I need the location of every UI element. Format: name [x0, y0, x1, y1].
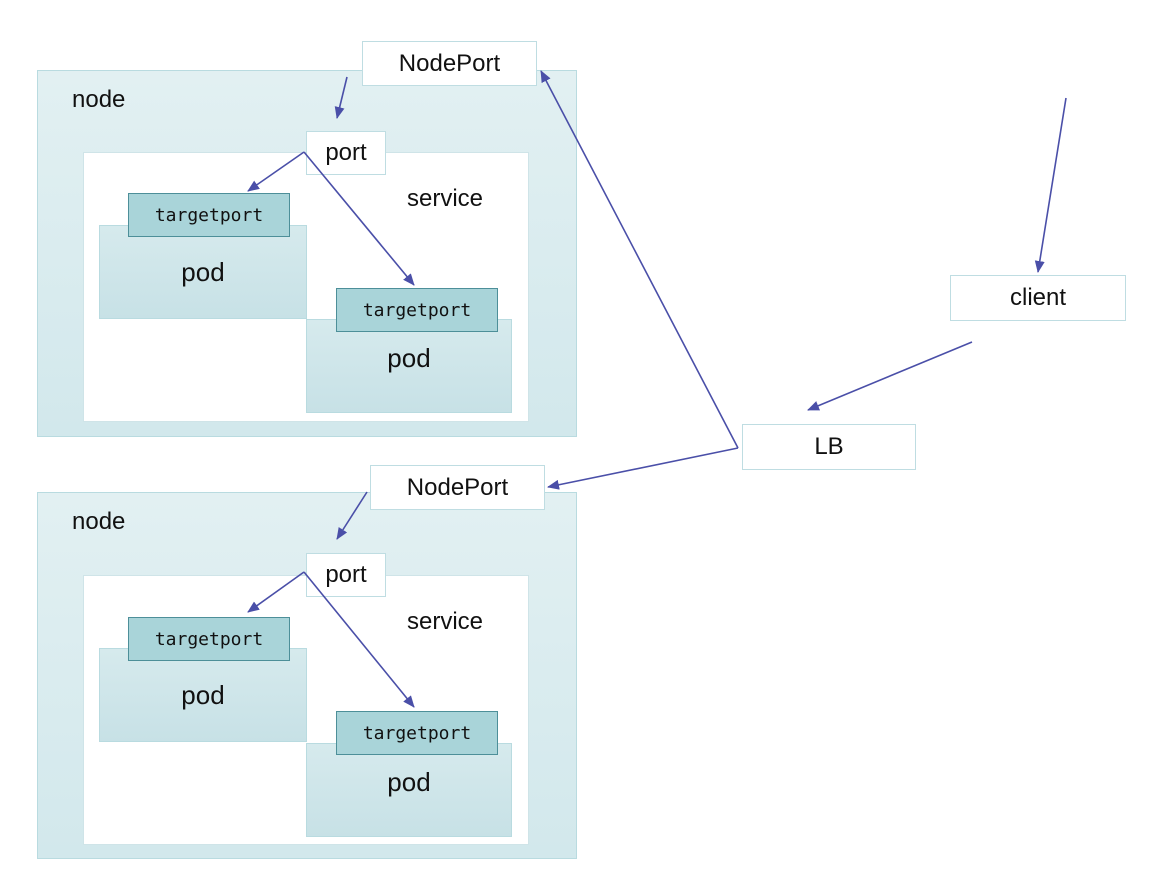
node-2-pod-2-targetport: targetport — [336, 711, 498, 755]
arrow-lb-to-nodeport-2 — [547, 447, 739, 490]
arrow-port-2-to-targetport-2 — [303, 571, 415, 708]
node-1-pod-1-targetport: targetport — [128, 193, 290, 237]
nodeport-2: NodePort — [370, 465, 545, 510]
arrow-lb-to-nodeport-1 — [540, 70, 739, 449]
node-2-label: node — [72, 508, 126, 535]
arrow-port-2-to-targetport-1 — [247, 571, 305, 613]
service-1-port: port — [306, 131, 386, 175]
arrow-port-1-to-targetport-1 — [247, 151, 305, 192]
node-1-pod-2-targetport: targetport — [336, 288, 498, 332]
pod-label: pod — [181, 256, 225, 287]
pod-label: pod — [181, 679, 225, 710]
arrow-nodeport-1-to-port — [334, 76, 348, 119]
arrow-to-client — [1034, 97, 1067, 273]
client-box: client — [950, 275, 1126, 321]
nodeport-1: NodePort — [362, 41, 537, 86]
node-2-pod-1-targetport: targetport — [128, 617, 290, 661]
lb-box: LB — [742, 424, 916, 470]
service-1-label: service — [407, 185, 484, 212]
arrow-client-to-lb — [807, 341, 973, 411]
pod-label: pod — [387, 342, 431, 373]
node-2-pod-1: pod — [99, 648, 307, 742]
service-2-label: service — [407, 608, 484, 635]
pod-label: pod — [387, 766, 431, 797]
node-1-label: node — [72, 86, 126, 113]
arrow-port-1-to-targetport-2 — [303, 151, 415, 286]
node-2-pod-2: pod — [306, 743, 512, 837]
arrow-nodeport-2-to-port — [336, 491, 368, 540]
node-1-pod-1: pod — [99, 225, 307, 319]
node-1-pod-2: pod — [306, 319, 512, 413]
